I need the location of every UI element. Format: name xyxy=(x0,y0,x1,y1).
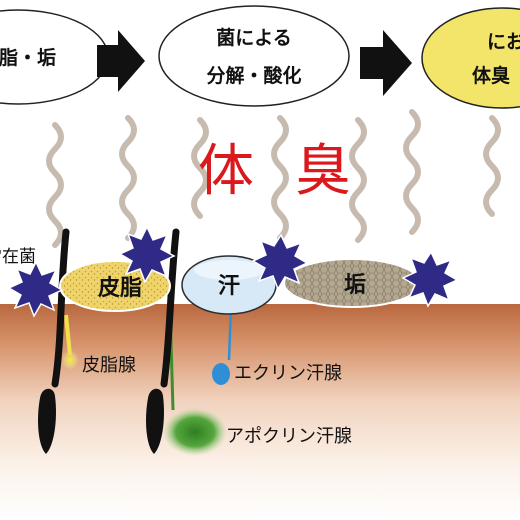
eccrine-gland-label: エクリン汗腺 xyxy=(234,363,342,384)
sebaceous-gland-label: 皮脂腺 xyxy=(82,355,136,376)
apocrine-gland-label: アポクリン汗腺 xyxy=(226,426,352,447)
hair-follicle xyxy=(146,228,180,454)
bacteria-icon xyxy=(251,233,309,291)
bacteria-icon xyxy=(7,260,64,318)
flow-step-body-odor xyxy=(421,7,520,109)
flow-step-decomposition xyxy=(158,5,350,107)
sweat-drop xyxy=(181,255,277,315)
flow-step-body-odor-line2: 体臭 xyxy=(472,64,510,87)
resident-bacteria-label: 常在菌 xyxy=(0,247,36,267)
arrow-icon xyxy=(97,30,145,92)
headline-char-2: 臭 xyxy=(295,139,351,204)
odor-wave xyxy=(191,117,209,219)
flow-step-decomposition-line1: 菌による xyxy=(216,26,291,49)
odor-wave xyxy=(403,109,421,235)
sebaceous-gland xyxy=(61,314,79,370)
odor-wave xyxy=(46,122,64,248)
arrow-icon xyxy=(360,30,412,96)
skin-layer xyxy=(0,304,520,520)
grime-label: 垢 xyxy=(344,273,366,298)
eccrine-gland xyxy=(212,305,233,385)
sebum-label: 皮脂 xyxy=(98,275,142,301)
bacteria-icon xyxy=(118,225,176,284)
hair-follicle xyxy=(38,228,70,454)
odor-waves xyxy=(46,109,501,248)
odor-wave xyxy=(271,115,289,241)
odor-wave xyxy=(119,115,137,241)
flow-step-body-odor-line1: にお xyxy=(487,31,520,53)
flow-step-sebum-grime-label: 皮脂・垢 xyxy=(0,46,56,69)
odor-wave xyxy=(349,117,367,243)
flow-row: 皮脂・垢 菌による 分解・酸化 にお 体臭 xyxy=(0,5,520,109)
sweat-label: 汗 xyxy=(218,274,240,299)
flow-step-decomposition-line2: 分解・酸化 xyxy=(206,64,301,87)
odor-wave xyxy=(483,115,501,217)
headline-char-1: 体 xyxy=(198,139,254,204)
bacteria-icon xyxy=(401,250,459,308)
